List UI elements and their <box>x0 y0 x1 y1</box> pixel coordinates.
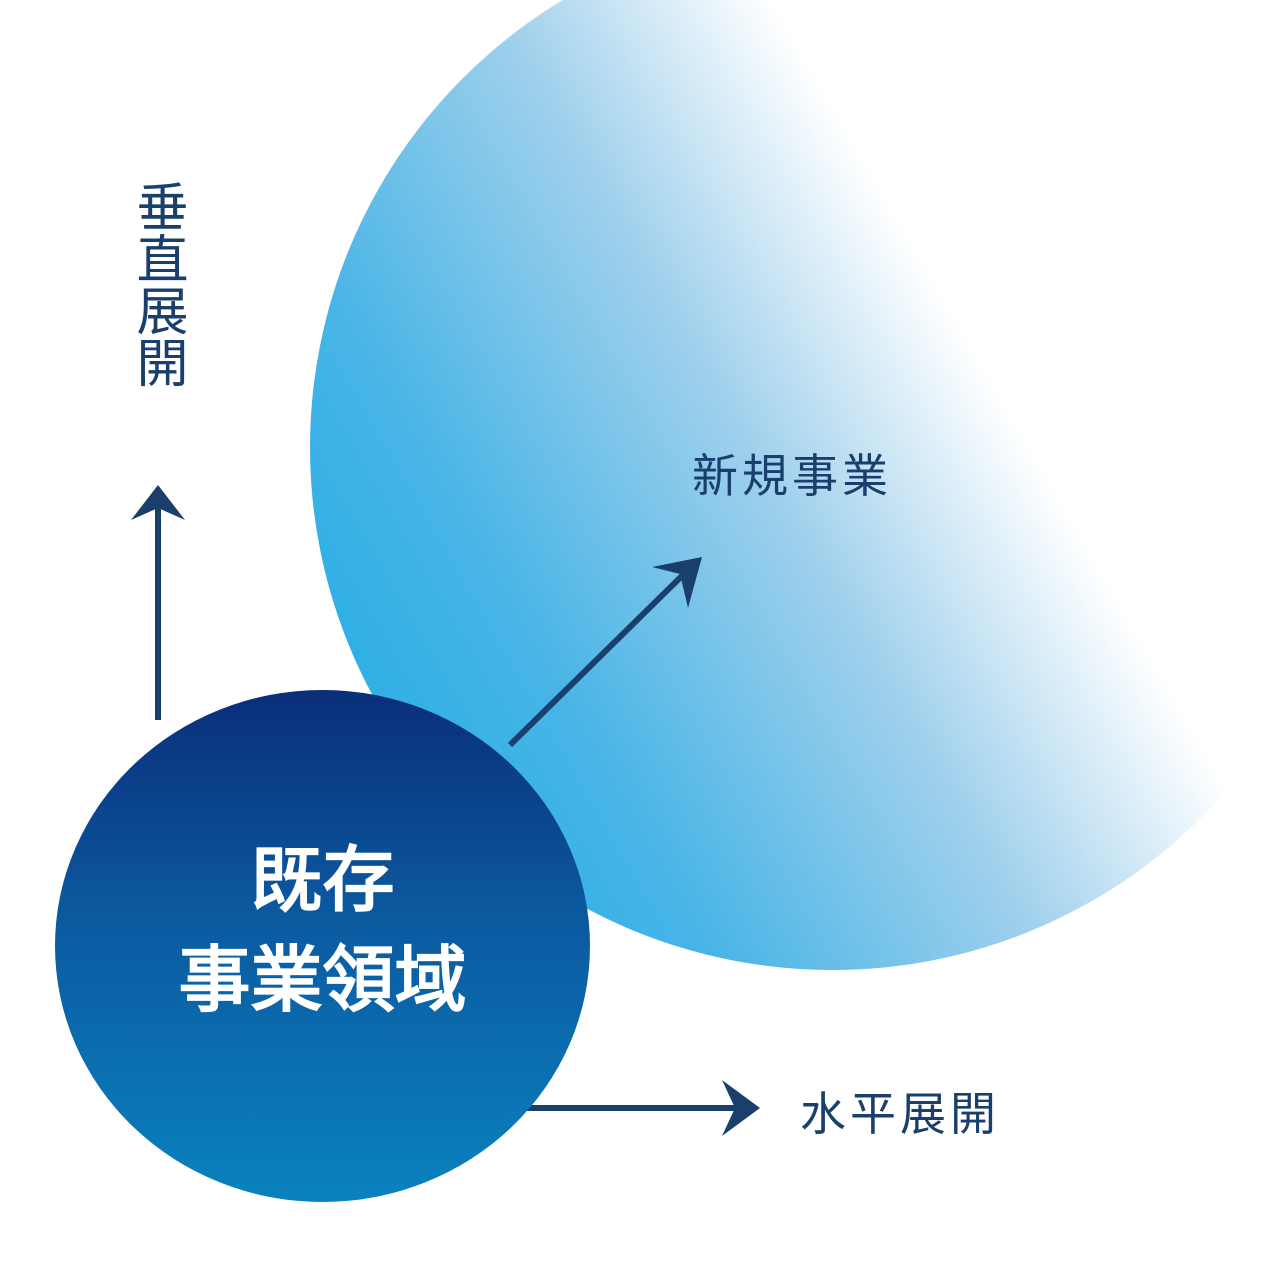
existing-domain-label: 既存 事業領域 <box>55 830 590 1030</box>
horizontal-expansion-label: 水平展開 <box>800 1087 1000 1141</box>
new-business-label: 新規事業 <box>692 449 892 503</box>
existing-domain-line2: 事業領域 <box>178 938 467 1022</box>
existing-domain-line1: 既存 <box>250 838 395 922</box>
vertical-expansion-label: 垂直展開 <box>127 180 187 388</box>
horizontal-arrowhead-icon <box>722 1080 760 1136</box>
existing-domain-circle <box>55 690 590 1202</box>
diagonal-arrow-line <box>507 565 693 748</box>
vertical-arrowhead-icon <box>131 485 185 520</box>
diagonal-arrowhead-icon <box>652 557 702 608</box>
